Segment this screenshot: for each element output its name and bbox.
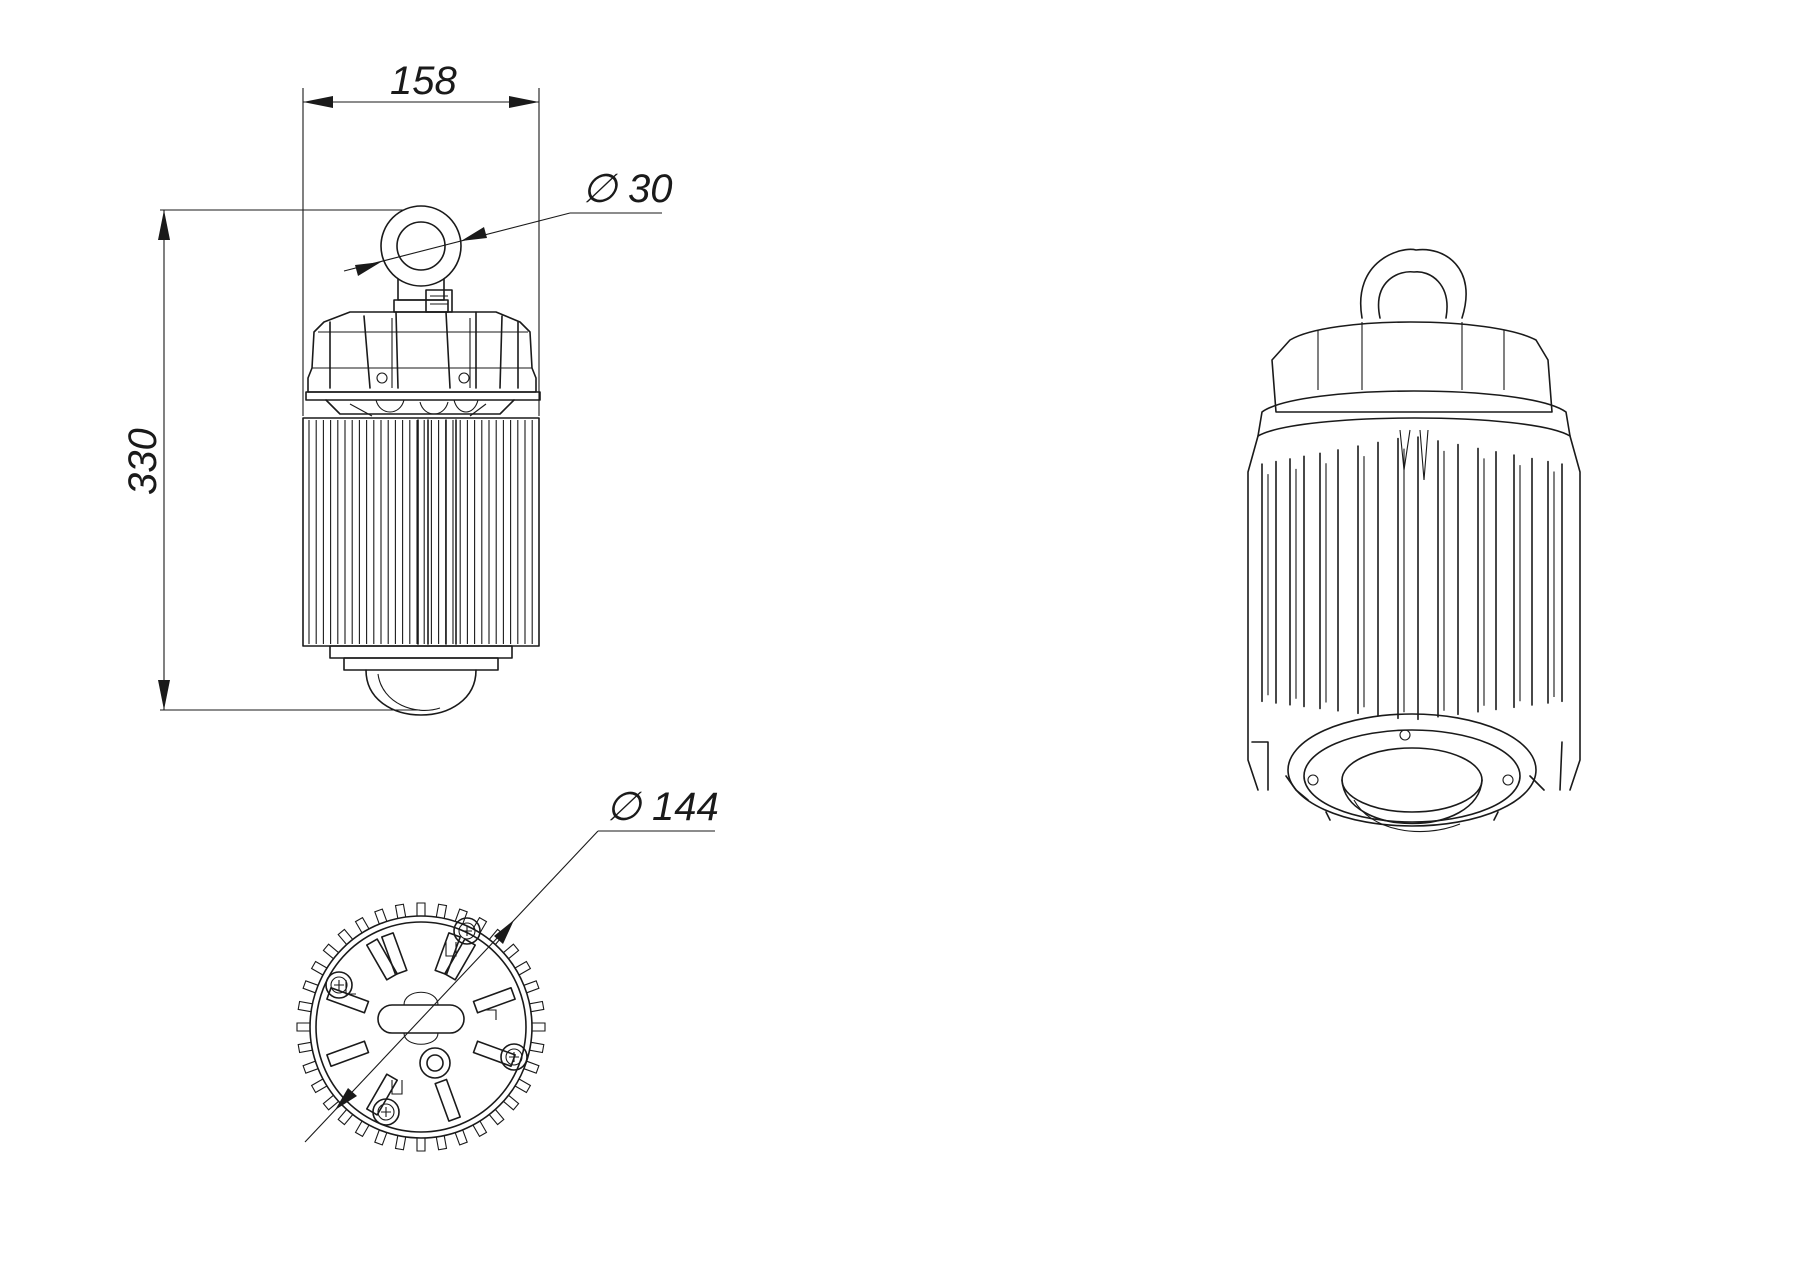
rim-tooth (416, 1138, 426, 1152)
rim-tooth (322, 943, 339, 960)
rim-tooth (297, 1041, 313, 1054)
rim-tooth (472, 916, 488, 934)
base-diameter-label: ∅ 144 (606, 785, 719, 829)
radial-slot (366, 1073, 398, 1116)
rim-tooth (310, 960, 328, 976)
rim-tooth (374, 908, 388, 925)
screw-cross (381, 1107, 391, 1117)
rim-tooth (337, 1109, 354, 1126)
iso-center-mark (1399, 429, 1429, 481)
rim-tooth (322, 1094, 339, 1111)
rim-tooth (435, 1135, 448, 1151)
bottom-view (296, 902, 546, 1152)
radial-slot (472, 987, 516, 1014)
screw-head (458, 922, 476, 940)
screw-cross (462, 926, 472, 936)
rim-tooth (454, 1129, 468, 1146)
screw-icon (372, 1098, 400, 1126)
dimension-width: 158 (302, 59, 540, 416)
rim-tooth (416, 902, 426, 916)
rim-tooth (394, 903, 407, 919)
rim-tooth (337, 928, 354, 945)
rim-tooth (523, 980, 540, 994)
rim-tooth (374, 1129, 388, 1146)
radial-slot (326, 1040, 370, 1067)
rim-tooth (472, 1120, 488, 1138)
rim-tooth (503, 1094, 520, 1111)
radial-slot (381, 932, 408, 976)
rim-tooth (529, 1000, 545, 1013)
isometric-view (1247, 248, 1581, 833)
rim-tooth (354, 1120, 370, 1138)
screw-icon (325, 971, 353, 999)
rim-tooth (310, 1078, 328, 1094)
side-view (302, 205, 541, 716)
radial-slot (366, 938, 398, 981)
rim-tooth (503, 943, 520, 960)
screw-head (330, 976, 348, 994)
rim-tooth (514, 1078, 532, 1094)
rim-tooth (296, 1022, 310, 1032)
screw-cross (509, 1052, 519, 1062)
radial-slot (472, 1040, 516, 1067)
rim-tooth (529, 1041, 545, 1054)
screw-cross (334, 980, 344, 990)
radial-slot (326, 987, 370, 1014)
rim-tooth (297, 1000, 313, 1013)
screw-head (505, 1048, 523, 1066)
rim-tooth (435, 903, 448, 919)
dimension-height: 330 (121, 209, 420, 711)
radial-slot (434, 1078, 461, 1122)
dimension-base: ∅ 144 (304, 785, 719, 1143)
rim-tooth (302, 1060, 319, 1074)
rim-tooth (514, 960, 532, 976)
screw-head (377, 1103, 395, 1121)
rim-tooth (523, 1060, 540, 1074)
rim-tooth (354, 916, 370, 934)
width-label: 158 (390, 59, 457, 103)
screw-icon (500, 1043, 528, 1071)
radial-slot (444, 938, 476, 981)
rim-tooth (488, 1109, 505, 1126)
dimension-eye-bolt: ∅ 30 (343, 167, 672, 276)
eye-bolt-diameter-label: ∅ 30 (582, 167, 672, 211)
height-label: 330 (121, 428, 165, 495)
rim-tooth (394, 1135, 407, 1151)
screw-icon (453, 917, 481, 945)
rim-tooth (302, 980, 319, 994)
rim-tooth (532, 1022, 546, 1032)
